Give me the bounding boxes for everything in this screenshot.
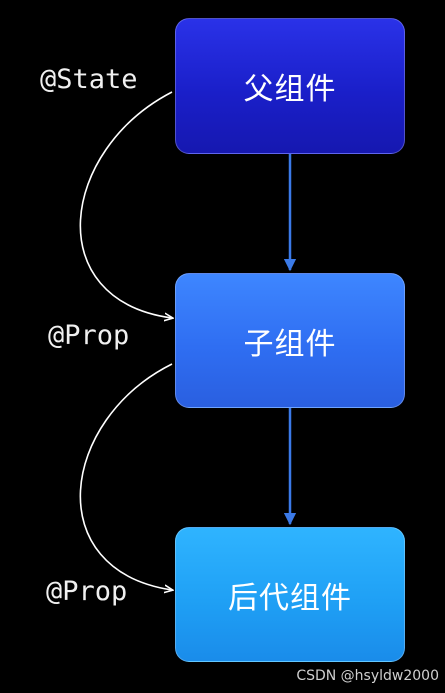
curve-prop-to-prop	[79, 363, 172, 590]
decorator-prop-descendant-label: @Prop	[46, 576, 128, 607]
node-parent-label: 父组件	[243, 72, 337, 107]
node-child-component: 子组件	[175, 273, 405, 408]
node-descendant-component: 后代组件	[175, 527, 405, 662]
watermark-text: CSDN @hsyldw2000	[296, 668, 439, 684]
node-parent-component: 父组件	[175, 18, 405, 154]
decorator-state-label: @State	[40, 64, 138, 95]
node-descendant-label: 后代组件	[228, 580, 352, 616]
node-child-label: 子组件	[243, 326, 337, 362]
curve-state-to-prop	[79, 91, 172, 318]
decorator-prop-child-label: @Prop	[48, 320, 130, 351]
